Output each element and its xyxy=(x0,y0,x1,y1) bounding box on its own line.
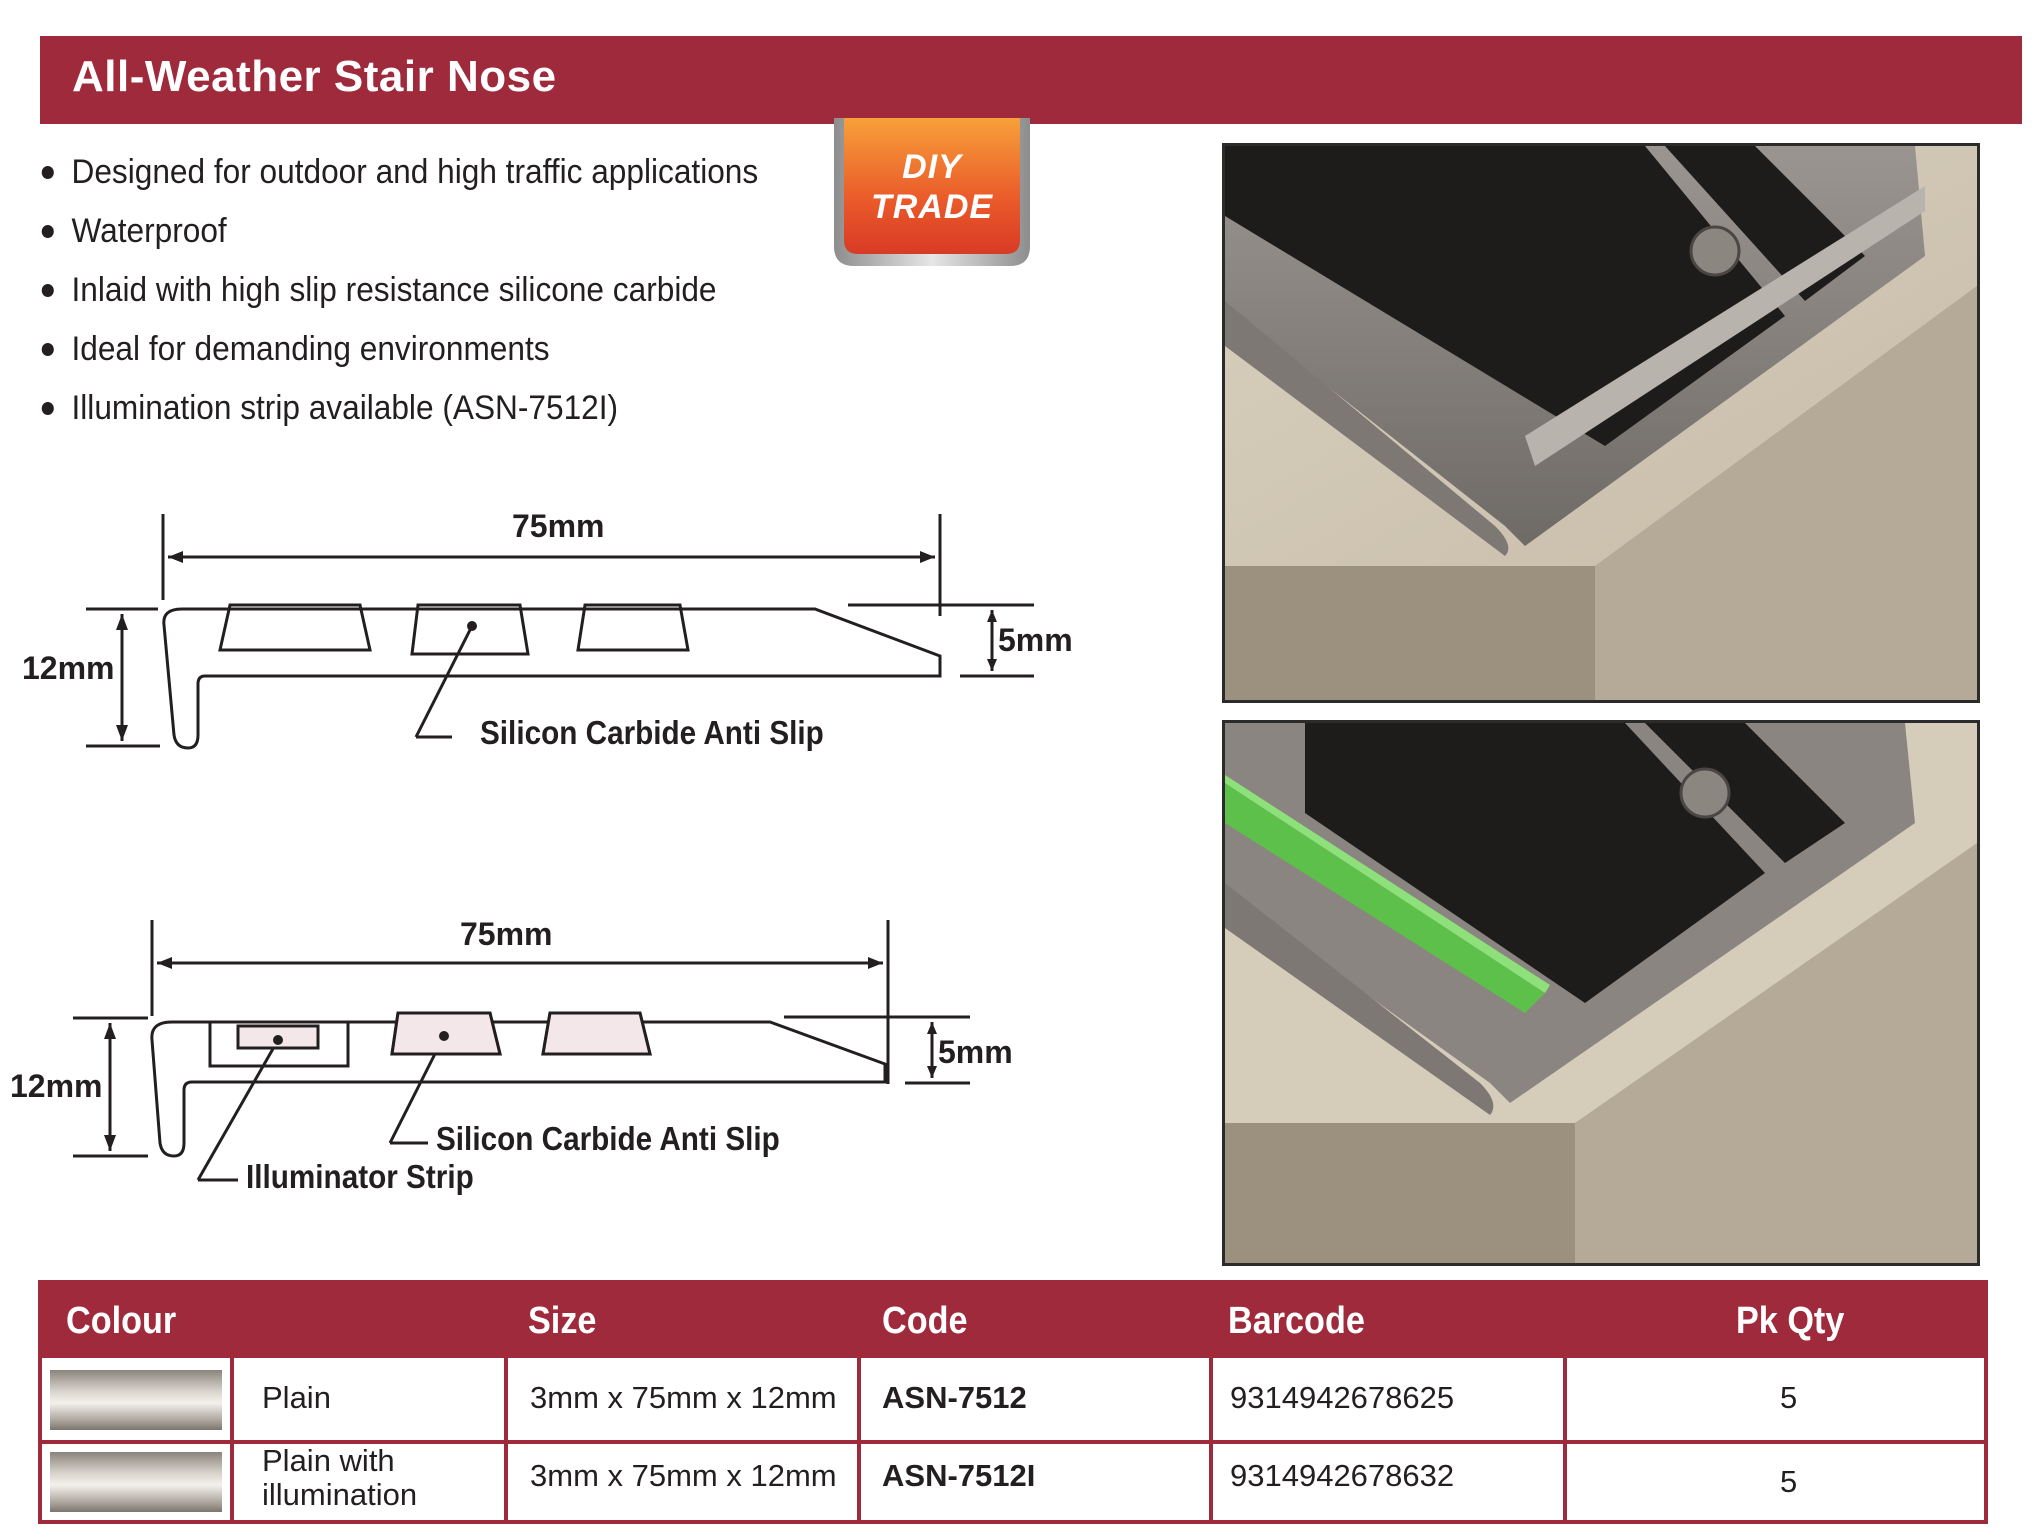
diagram1-depth-label: 5mm xyxy=(998,622,1073,658)
page-title: All-Weather Stair Nose xyxy=(72,52,557,101)
cell-colour-line2: illumination xyxy=(262,1477,418,1512)
col-header-barcode: Barcode xyxy=(1228,1300,1365,1342)
cell-code: ASN-7512 xyxy=(882,1380,1027,1415)
cell-pk-qty: 5 xyxy=(1780,1464,1798,1499)
cell-barcode: 9314942678625 xyxy=(1230,1380,1455,1415)
diagram2-depth-label: 5mm xyxy=(938,1034,1013,1070)
feature-item: Waterproof xyxy=(38,209,758,268)
feature-list: Designed for outdoor and high traffic ap… xyxy=(38,150,812,445)
product-photo-illuminated xyxy=(1222,720,1980,1266)
table-border xyxy=(38,1520,1988,1524)
table-col-divider xyxy=(230,1358,234,1524)
diagram1-height-label: 12mm xyxy=(22,650,115,686)
diagram2-callout-illuminator: Illuminator Strip xyxy=(246,1158,474,1195)
table-row: Plain with illumination xyxy=(262,1444,417,1512)
table-col-divider xyxy=(857,1358,861,1524)
table-col-divider xyxy=(1209,1358,1213,1524)
spec-table-header xyxy=(38,1280,1988,1358)
col-header-code: Code xyxy=(882,1300,968,1342)
cell-code: ASN-7512I xyxy=(882,1458,1036,1493)
diagram1-callout-anti-slip: Silicon Carbide Anti Slip xyxy=(480,714,824,751)
col-header-pk-qty: Pk Qty xyxy=(1736,1300,1845,1342)
feature-item: Designed for outdoor and high traffic ap… xyxy=(38,150,758,209)
cell-barcode: 9314942678632 xyxy=(1230,1458,1455,1493)
product-photo-plain xyxy=(1222,143,1980,703)
cell-size: 3mm x 75mm x 12mm xyxy=(530,1380,837,1415)
diagram2-callout-anti-slip: Silicon Carbide Anti Slip xyxy=(436,1120,780,1157)
table-col-divider xyxy=(504,1358,508,1524)
profile-diagram-plain xyxy=(86,514,1034,750)
diy-trade-badge-icon xyxy=(834,118,1030,266)
cell-colour-line1: Plain with xyxy=(262,1443,395,1478)
cell-size: 3mm x 75mm x 12mm xyxy=(530,1458,837,1493)
table-row: Plain xyxy=(262,1380,331,1415)
feature-item: Ideal for demanding environments xyxy=(38,327,758,386)
colour-swatch-plain xyxy=(50,1370,222,1430)
badge-trade-text: TRADE xyxy=(870,188,994,226)
table-row-divider xyxy=(38,1440,1988,1444)
col-header-colour: Colour xyxy=(66,1300,177,1342)
profile-diagram-illuminated xyxy=(73,920,970,1182)
header-bar xyxy=(40,36,2022,124)
feature-item: Inlaid with high slip resistance silicon… xyxy=(38,268,758,327)
badge-diy-text: DIY xyxy=(902,148,962,186)
cell-pk-qty: 5 xyxy=(1780,1380,1798,1415)
col-header-size: Size xyxy=(528,1300,597,1342)
feature-item: Illumination strip available (ASN-7512I) xyxy=(38,386,758,445)
diagram2-width-label: 75mm xyxy=(460,916,553,952)
colour-swatch-illuminated xyxy=(50,1452,222,1512)
diagram1-width-label: 75mm xyxy=(512,508,605,544)
diagram2-height-label: 12mm xyxy=(10,1068,103,1104)
table-col-divider xyxy=(1563,1358,1567,1524)
